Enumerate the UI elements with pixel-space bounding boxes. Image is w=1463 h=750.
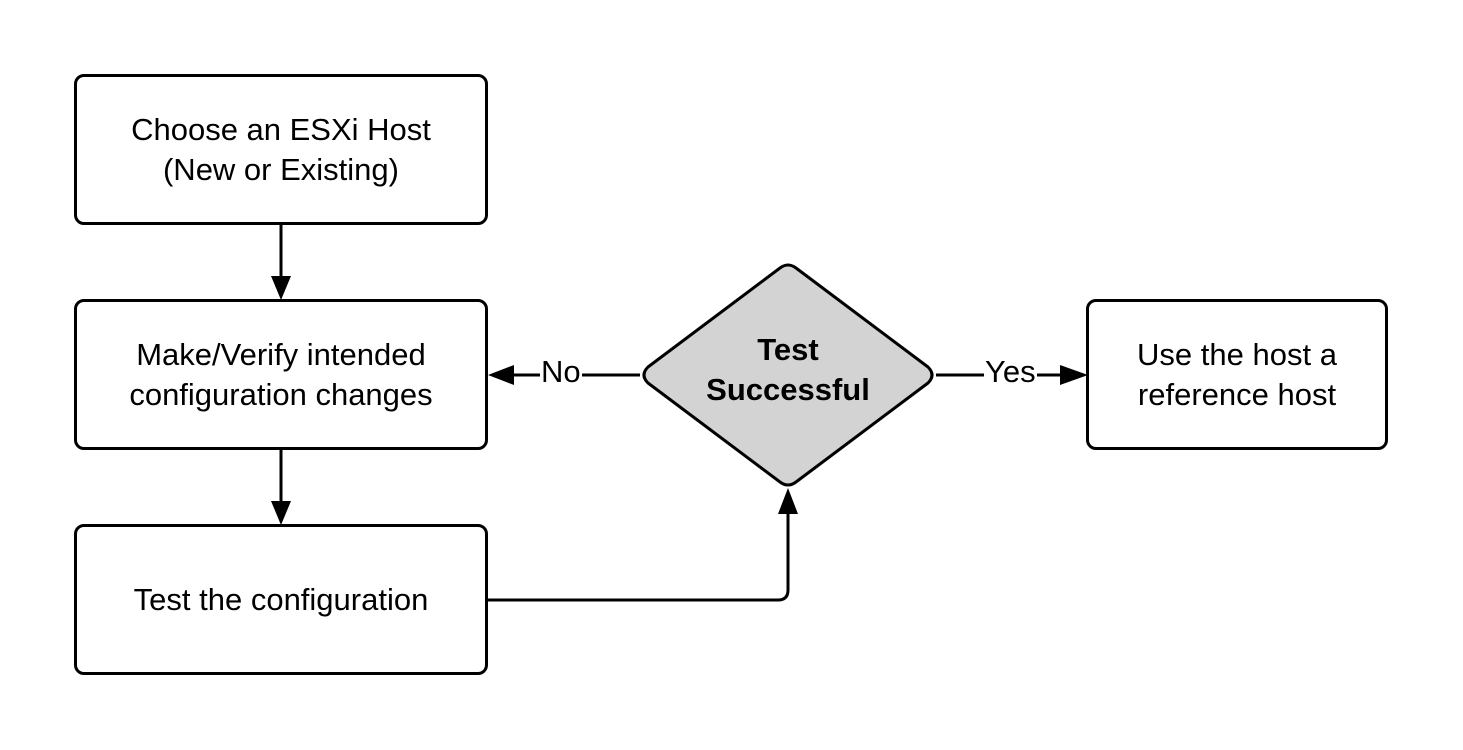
decision-diamond — [642, 263, 934, 487]
test-config-label: Test the configuration — [133, 581, 429, 617]
test-config-box: Test the configuration — [74, 524, 488, 675]
arrowhead-decision-no — [488, 365, 514, 385]
arrowhead-test-to-decision — [778, 488, 798, 514]
use-host-box: Use the host a reference host — [1086, 299, 1388, 450]
no-edge-label: No — [540, 354, 582, 390]
use-host-label: Use the host a reference host — [1137, 336, 1337, 412]
arrowhead-choose-to-make — [271, 276, 291, 300]
arrow-test-to-decision — [487, 512, 790, 602]
yes-edge-label: Yes — [984, 354, 1037, 390]
choose-host-box: Choose an ESXi Host (New or Existing) — [74, 74, 488, 225]
decision-label: Test Successful — [706, 332, 870, 407]
choose-host-label: Choose an ESXi Host (New or Existing) — [131, 111, 431, 187]
make-verify-box: Make/Verify intended configuration chang… — [74, 299, 488, 450]
make-verify-label: Make/Verify intended configuration chang… — [129, 336, 433, 412]
arrowhead-make-to-test — [271, 501, 291, 525]
arrowhead-decision-yes — [1060, 365, 1088, 385]
